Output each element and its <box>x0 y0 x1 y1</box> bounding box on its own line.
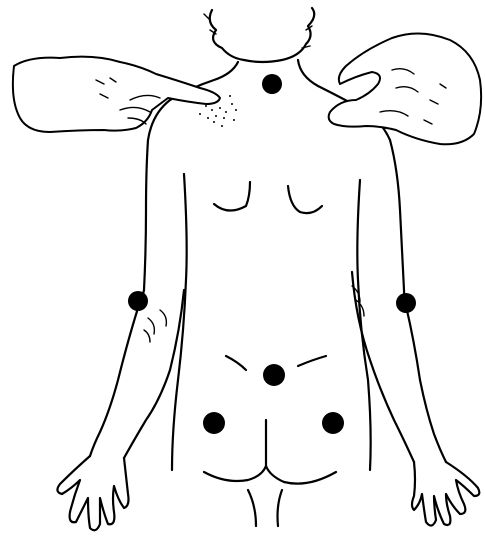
tender-point-low-cervical <box>262 74 282 94</box>
tender-point-lumbar <box>263 364 285 386</box>
tender-point-left-gluteal <box>203 412 225 434</box>
left-hand-outline <box>57 456 128 530</box>
tender-point-right-elbow <box>396 293 416 313</box>
head-outline <box>204 8 314 62</box>
left-arm-outline <box>90 290 184 458</box>
right-hand-outline <box>412 462 479 526</box>
tender-point-left-elbow <box>128 291 148 311</box>
right-examiner-hand <box>329 33 481 144</box>
left-examiner-hand <box>13 57 220 132</box>
tender-points <box>128 74 416 434</box>
tender-point-right-gluteal <box>322 412 344 434</box>
